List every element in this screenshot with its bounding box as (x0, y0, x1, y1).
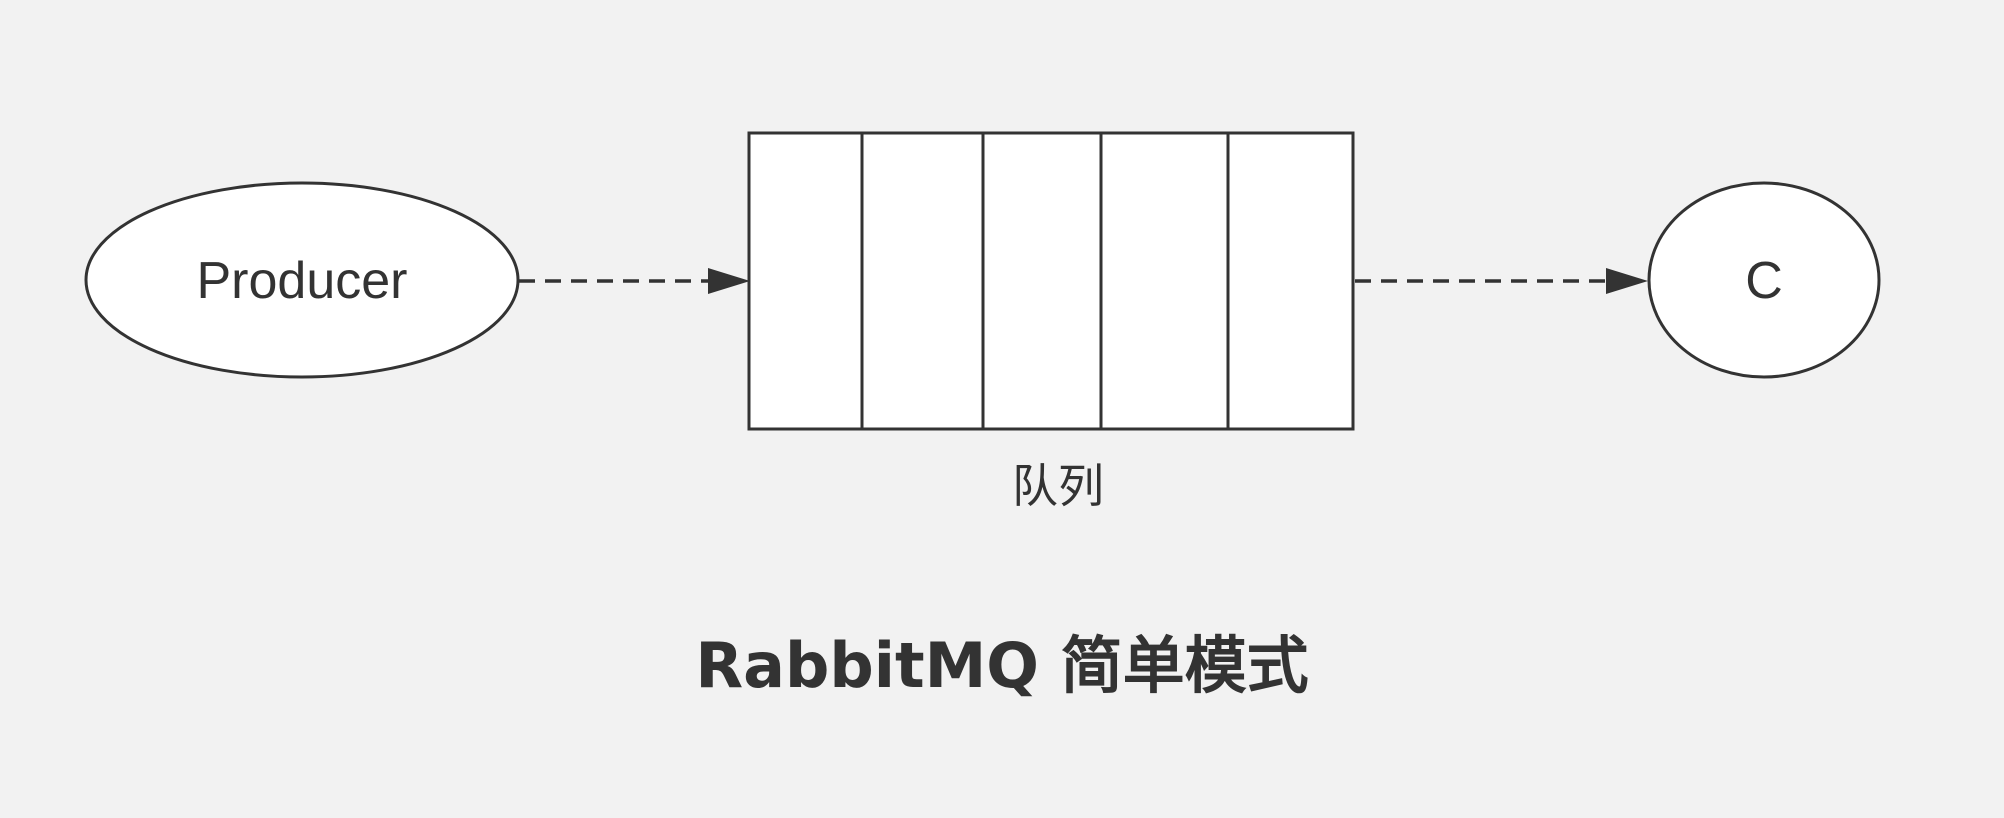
queue-to-consumer-arrowhead (1606, 268, 1648, 294)
queue-to-consumer-arrow (1355, 268, 1648, 294)
producer-to-queue-arrow (519, 268, 750, 294)
consumer-label: C (1745, 252, 1783, 310)
consumer-ellipse (1647, 181, 1881, 379)
producer-node: Producer (84, 181, 520, 379)
queue-label: 队列 (1012, 459, 1104, 513)
producer-to-queue-arrowhead (708, 268, 750, 294)
producer-ellipse (84, 181, 520, 379)
producer-label: Producer (197, 252, 408, 310)
diagram-title: RabbitMQ 简单模式 (695, 629, 1308, 702)
consumer-node: C (1647, 181, 1881, 379)
queue: 队列 (747, 131, 1355, 513)
queue-outline (747, 131, 1355, 431)
